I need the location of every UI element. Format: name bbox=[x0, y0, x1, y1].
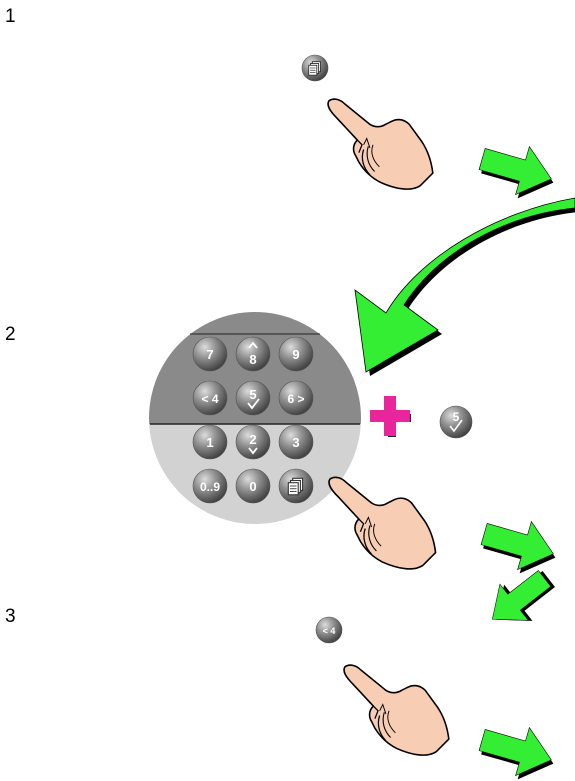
key-5-button[interactable]: 5 bbox=[236, 381, 270, 415]
next-arrow-icon bbox=[474, 716, 561, 781]
combo-button-label: 5 bbox=[453, 410, 460, 424]
key-label: 6 > bbox=[287, 392, 304, 406]
curved-arrow-icon bbox=[355, 198, 575, 376]
pointing-hand-icon bbox=[344, 665, 449, 755]
plus-icon bbox=[370, 396, 411, 437]
key-0-button[interactable]: 0 bbox=[236, 469, 270, 503]
key-4-left-button[interactable]: < 4 bbox=[316, 617, 342, 643]
key-4-button[interactable]: < 4 bbox=[193, 381, 227, 415]
key-label: 5 bbox=[249, 387, 256, 402]
key-9-button[interactable]: 9 bbox=[279, 337, 313, 371]
copy-icon bbox=[288, 478, 302, 495]
key-label: 0..9 bbox=[200, 480, 220, 494]
key-7-button[interactable]: 7 bbox=[193, 337, 227, 371]
key-label: 2 bbox=[249, 432, 256, 447]
key-label: 7 bbox=[206, 347, 213, 362]
key-6-button[interactable]: 6 > bbox=[279, 381, 313, 415]
key-label: 8 bbox=[249, 352, 256, 367]
key-0-9-button[interactable]: 0..9 bbox=[193, 469, 227, 503]
key-1-button[interactable]: 1 bbox=[193, 425, 227, 459]
key-8-button[interactable]: 8 bbox=[236, 337, 270, 371]
key-label: 0 bbox=[249, 479, 256, 494]
key-5-combo-button[interactable]: 5 bbox=[440, 406, 472, 438]
key-label: 3 bbox=[292, 435, 299, 450]
step3-button-label: < 4 bbox=[323, 626, 336, 636]
pointing-hand-icon bbox=[329, 477, 436, 569]
key-copy-icon-button[interactable] bbox=[279, 469, 313, 503]
key-label: < 4 bbox=[201, 392, 218, 406]
pointing-hand-icon bbox=[328, 99, 433, 189]
key-label: 1 bbox=[206, 435, 213, 450]
key-2-button[interactable]: 2 bbox=[236, 425, 270, 459]
key-3-button[interactable]: 3 bbox=[279, 425, 313, 459]
copy-icon bbox=[309, 62, 321, 75]
key-label: 9 bbox=[292, 347, 299, 362]
step1-button[interactable] bbox=[302, 55, 328, 81]
next-arrow-icon bbox=[474, 135, 561, 207]
next-arrow-icon bbox=[476, 510, 563, 582]
keypad bbox=[140, 300, 380, 544]
